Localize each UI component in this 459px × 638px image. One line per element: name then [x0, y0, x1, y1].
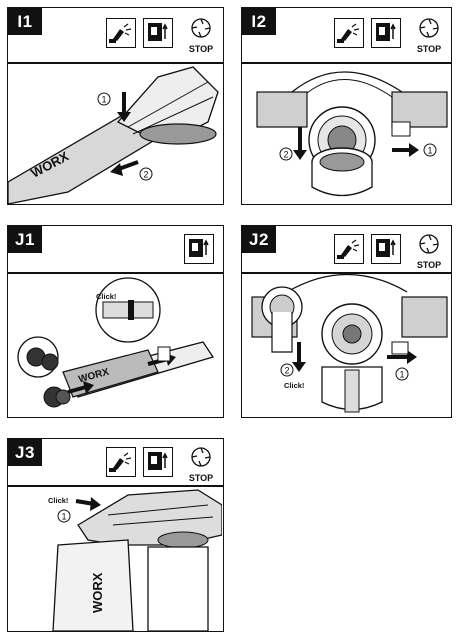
blower-mode-icon: [106, 18, 136, 48]
header-divider: [8, 62, 223, 64]
step-label-j3: J3: [8, 439, 42, 466]
vacuum-mode-icon: [371, 234, 401, 264]
marker-1: 1: [428, 146, 433, 156]
stop-label: STOP: [188, 473, 214, 483]
vacuum-mode-icon: [143, 18, 173, 48]
stop-label: STOP: [188, 44, 214, 54]
header-divider: [242, 272, 451, 274]
marker-1: 1: [400, 370, 405, 380]
j2-illustration: 2 Click! 1: [251, 273, 448, 413]
brand-logo: WORX: [90, 572, 105, 613]
header-divider: [8, 485, 223, 487]
click-label: Click!: [96, 292, 116, 301]
step-label-i1: I1: [8, 8, 42, 35]
vacuum-mode-icon: [371, 18, 401, 48]
j3-illustration: WORX Click! 1: [48, 489, 222, 631]
step-label-j2: J2: [242, 226, 276, 253]
vacuum-mode-icon: [184, 234, 214, 264]
stop-blade-icon: STOP: [412, 232, 446, 270]
header-divider: [8, 272, 223, 274]
click-label: Click!: [284, 381, 304, 390]
marker-2: 2: [285, 366, 290, 376]
i1-illustration: WORX 1 2: [8, 66, 219, 204]
blower-mode-icon: [334, 18, 364, 48]
panel-i2: I2 STOP 2 1: [241, 7, 452, 205]
vacuum-mode-icon: [143, 447, 173, 477]
panel-i1: I1 STOP WORX 1 2: [7, 7, 224, 205]
stop-blade-icon: STOP: [412, 16, 446, 54]
marker-1: 1: [62, 512, 67, 522]
step-label-i2: I2: [242, 8, 276, 35]
stop-label: STOP: [416, 260, 442, 270]
panel-j3: J3 STOP WORX Click! 1: [7, 438, 224, 632]
panel-j1: J1 Click! WORX: [7, 225, 224, 418]
blower-mode-icon: [106, 447, 136, 477]
marker-2: 2: [144, 170, 149, 180]
stop-blade-icon: STOP: [184, 16, 218, 54]
marker-2: 2: [284, 150, 289, 160]
i2-illustration: 2 1: [256, 71, 448, 197]
j1-illustration: Click! WORX: [17, 277, 215, 408]
blower-mode-icon: [334, 234, 364, 264]
header-divider: [242, 62, 451, 64]
step-label-j1: J1: [8, 226, 42, 253]
stop-blade-icon: STOP: [184, 445, 218, 483]
click-label: Click!: [48, 496, 68, 505]
panel-j2: J2 STOP 2 Click! 1: [241, 225, 452, 418]
marker-1: 1: [102, 95, 107, 105]
stop-label: STOP: [416, 44, 442, 54]
